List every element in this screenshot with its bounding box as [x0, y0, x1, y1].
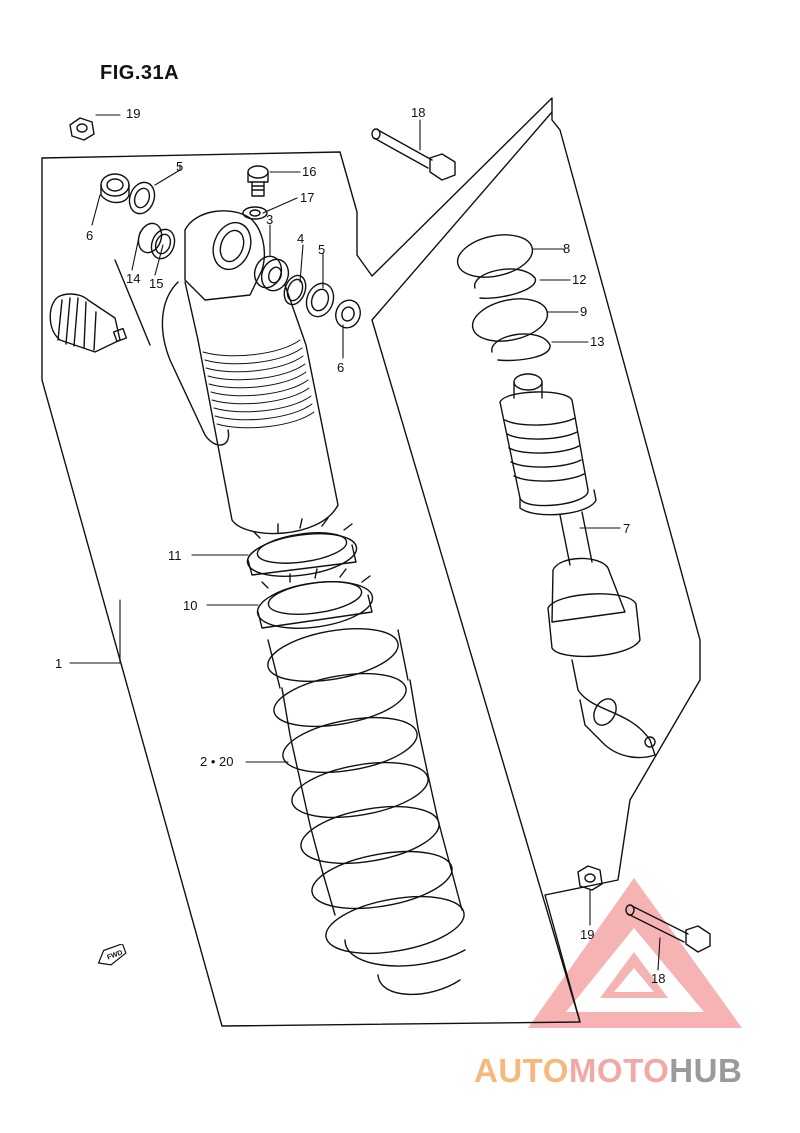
callout-5-top: 5	[176, 159, 184, 174]
callout-4: 4	[297, 231, 305, 246]
callout-8: 8	[563, 241, 571, 256]
callout-10: 10	[183, 598, 198, 613]
callout-13: 13	[590, 334, 605, 349]
callout-6-left: 6	[86, 228, 94, 243]
collar-6-left	[100, 173, 130, 204]
callout-11: 11	[168, 548, 182, 563]
callout-3: 3	[266, 212, 274, 227]
lock-nut-10	[256, 568, 374, 629]
callout-6-mid: 6	[337, 360, 345, 375]
nut-19-top	[69, 117, 95, 141]
leader-lines	[69, 114, 661, 971]
frame-divider	[371, 111, 581, 1023]
callout-14: 14	[126, 271, 141, 286]
watermark-logo	[528, 878, 742, 1028]
shock-top-eye	[184, 210, 266, 301]
callout-12: 12	[572, 272, 587, 287]
callout-18-bottom: 18	[651, 971, 666, 986]
watermark-brand: AUTOMOTOHUB	[474, 1052, 742, 1090]
callout-16: 16	[302, 164, 317, 179]
figure-title: FIG.31A	[100, 62, 180, 84]
bearing-3	[253, 255, 290, 292]
bushing-leader	[114, 259, 151, 346]
callout-2-20: 2 • 20	[200, 754, 234, 769]
callout-18-top: 18	[411, 105, 426, 120]
callout-17: 17	[300, 190, 315, 205]
clip-12	[474, 268, 536, 299]
lock-nut-11	[246, 517, 358, 577]
reservoir-body	[161, 281, 230, 446]
seal-14-15	[137, 222, 176, 260]
assembly-frame-outline	[41, 97, 701, 1027]
washer-17	[242, 206, 268, 220]
damper-rod-7	[499, 373, 656, 759]
fwd-arrow-icon: FWD	[97, 942, 127, 966]
shock-body	[184, 281, 339, 535]
coil-spring	[267, 628, 466, 996]
callout-1: 1	[55, 656, 63, 671]
callout-15: 15	[149, 276, 164, 291]
nut-19-bottom	[577, 865, 603, 891]
ring-4	[283, 274, 307, 306]
bolt-18-bottom	[625, 904, 711, 953]
callout-9: 9	[580, 304, 588, 319]
stopper-ring-8	[456, 234, 534, 278]
bolt-18-top	[371, 128, 456, 181]
collar-6-mid	[335, 299, 361, 329]
stopper-ring-9	[471, 298, 549, 342]
brand-part-moto: MOTO	[568, 1052, 670, 1089]
washer-5-mid	[305, 282, 335, 318]
callout-7: 7	[623, 521, 631, 536]
bolt-16	[247, 165, 269, 197]
callout-19-bottom: 19	[580, 927, 595, 942]
callout-19-top: 19	[126, 106, 141, 121]
brand-part-auto: AUTO	[474, 1052, 569, 1089]
callout-5-mid: 5	[318, 242, 326, 257]
clip-13	[491, 333, 551, 362]
rubber-boot	[49, 293, 128, 353]
brand-part-hub: HUB	[669, 1052, 743, 1089]
washer-5-left	[128, 181, 156, 215]
fwd-arrow-marker: FWD	[96, 942, 128, 971]
